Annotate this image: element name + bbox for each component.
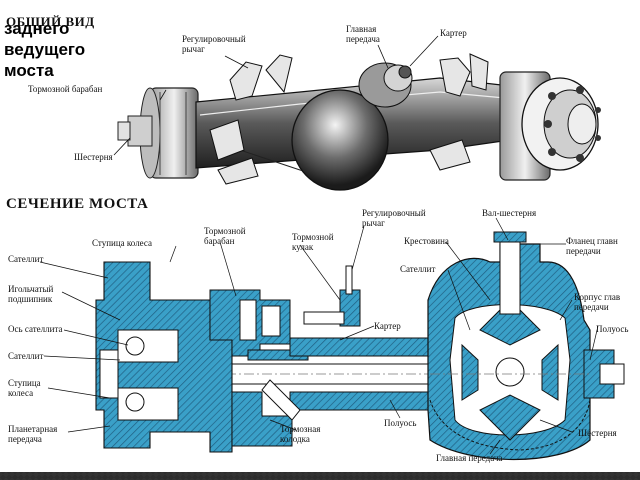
label-brake-drum-top: Тормозной барабан (28, 84, 103, 94)
label-brake-cam: Тормозной кулак (292, 232, 334, 252)
label-gear-top: Шестерня (74, 152, 113, 162)
label-half-shaft-right: Полуось (596, 324, 629, 334)
right-wheel-hub (499, 71, 601, 181)
label-satellite-right: Сателлит (400, 264, 436, 274)
label-housing-section: Картер (374, 321, 401, 331)
label-housing-top: Картер (440, 28, 467, 38)
general-view-heading: ОБЩИЙ ВИД (6, 14, 95, 29)
label-needle-bearing: Игольчатый подшипник (8, 284, 54, 304)
label-planetary-gear: Планетарная передача (8, 424, 58, 444)
label-satellite-axle: Ось сателлита (8, 324, 63, 334)
label-adjust-lever-section: Регулировочный рычаг (362, 208, 426, 228)
section-heading: СЕЧЕНИЕ МОСТА (6, 196, 149, 212)
label-satellite-left-2: Сателлит (8, 351, 44, 361)
label-main-gear-top: Главная передача (346, 24, 380, 44)
label-gear-right: Шестерня (578, 428, 617, 438)
label-main-gear-section: Главная передача (436, 453, 503, 463)
label-wheel-hub-top: Ступица колеса (92, 238, 152, 248)
axle-section-drawing (95, 231, 625, 461)
label-brake-shoe: Тормозная колодка (280, 424, 321, 444)
top-leader-lines (113, 35, 439, 156)
section-leader-lines (39, 217, 599, 455)
label-flange: Фланец главн передачи (566, 236, 618, 256)
label-satellite-left: Сателлит (8, 254, 44, 264)
label-shaft-gear: Вал-шестерня (482, 208, 537, 218)
label-diff-case: Корпус глав передачи (574, 292, 621, 312)
label-crosspiece: Крестовина (404, 236, 449, 246)
label-adjust-lever-top: Регулировочный рычаг (182, 34, 246, 54)
differential-housing (291, 62, 413, 191)
brackets (209, 53, 489, 185)
label-wheel-hub-left: Ступица колеса (8, 378, 41, 398)
page-title: заднего ведущего моста (4, 19, 86, 80)
left-brake-drum (117, 87, 199, 179)
label-brake-drum-section: Тормозной барабан (204, 226, 246, 246)
label-half-shaft-bottom: Полуось (384, 418, 417, 428)
